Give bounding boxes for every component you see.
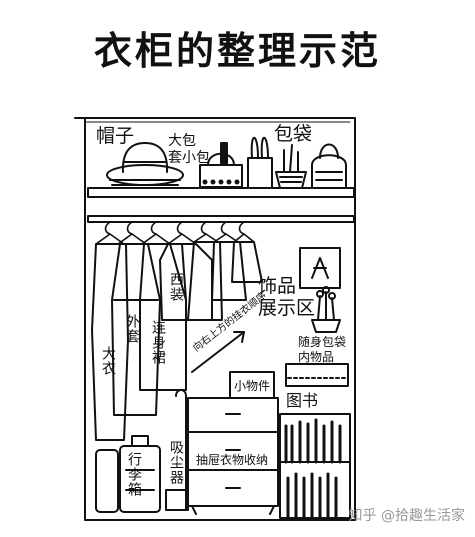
label-big-bag-1: 大包 [168, 133, 196, 149]
label-dress: 连身裙 [150, 320, 166, 365]
dress-drawing [139, 243, 187, 391]
label-books: 图书 [286, 391, 319, 410]
vacuum-icon [165, 389, 189, 511]
patterned-bag-icon [311, 143, 347, 189]
top-shelf [87, 187, 355, 198]
label-jacket: 外套 [124, 314, 140, 344]
label-small-items: 小物件 [234, 379, 271, 393]
hat-icon [106, 142, 184, 186]
jewelry-stand-icon [311, 286, 341, 333]
watermark: 知乎 @拾趣生活家 [348, 508, 465, 524]
label-carry-2: 内物品 [298, 350, 335, 364]
shirt-drawing [187, 241, 223, 321]
skirt-drawing-2 [231, 241, 263, 283]
label-luggage: 行李箱 [126, 452, 142, 497]
drawer-cabinet [187, 397, 279, 515]
accessory-frame-icon [299, 247, 341, 289]
bookshelf [279, 413, 351, 520]
label-suit: 西装 [168, 272, 184, 302]
skirt-drawing [211, 241, 247, 301]
label-hat: 帽子 [96, 125, 135, 147]
label-big-bag-2: 套小包 [168, 150, 210, 166]
tote-bag-icon [247, 136, 273, 189]
label-drawer: 抽屉衣物收纳 [196, 453, 269, 467]
luggage-icon [95, 435, 161, 513]
carry-items-tray [285, 363, 349, 387]
wardrobe-frame [74, 117, 356, 521]
label-display-1: 饰品 [258, 275, 297, 297]
label-bag: 包袋 [274, 123, 313, 145]
label-vacuum: 吸尘器 [168, 440, 184, 485]
page-title: 衣柜的整理示范 [93, 29, 381, 73]
label-coat: 大衣 [100, 346, 116, 376]
basket-bag-icon [275, 144, 307, 189]
hanging-rod [87, 215, 355, 223]
coat-drawing [91, 243, 129, 441]
label-carry-1: 随身包袋 [298, 335, 347, 349]
order-arrow [191, 331, 245, 373]
label-display-2: 展示区 [258, 297, 316, 319]
handbag-icon [199, 142, 243, 188]
hangers [95, 221, 255, 245]
